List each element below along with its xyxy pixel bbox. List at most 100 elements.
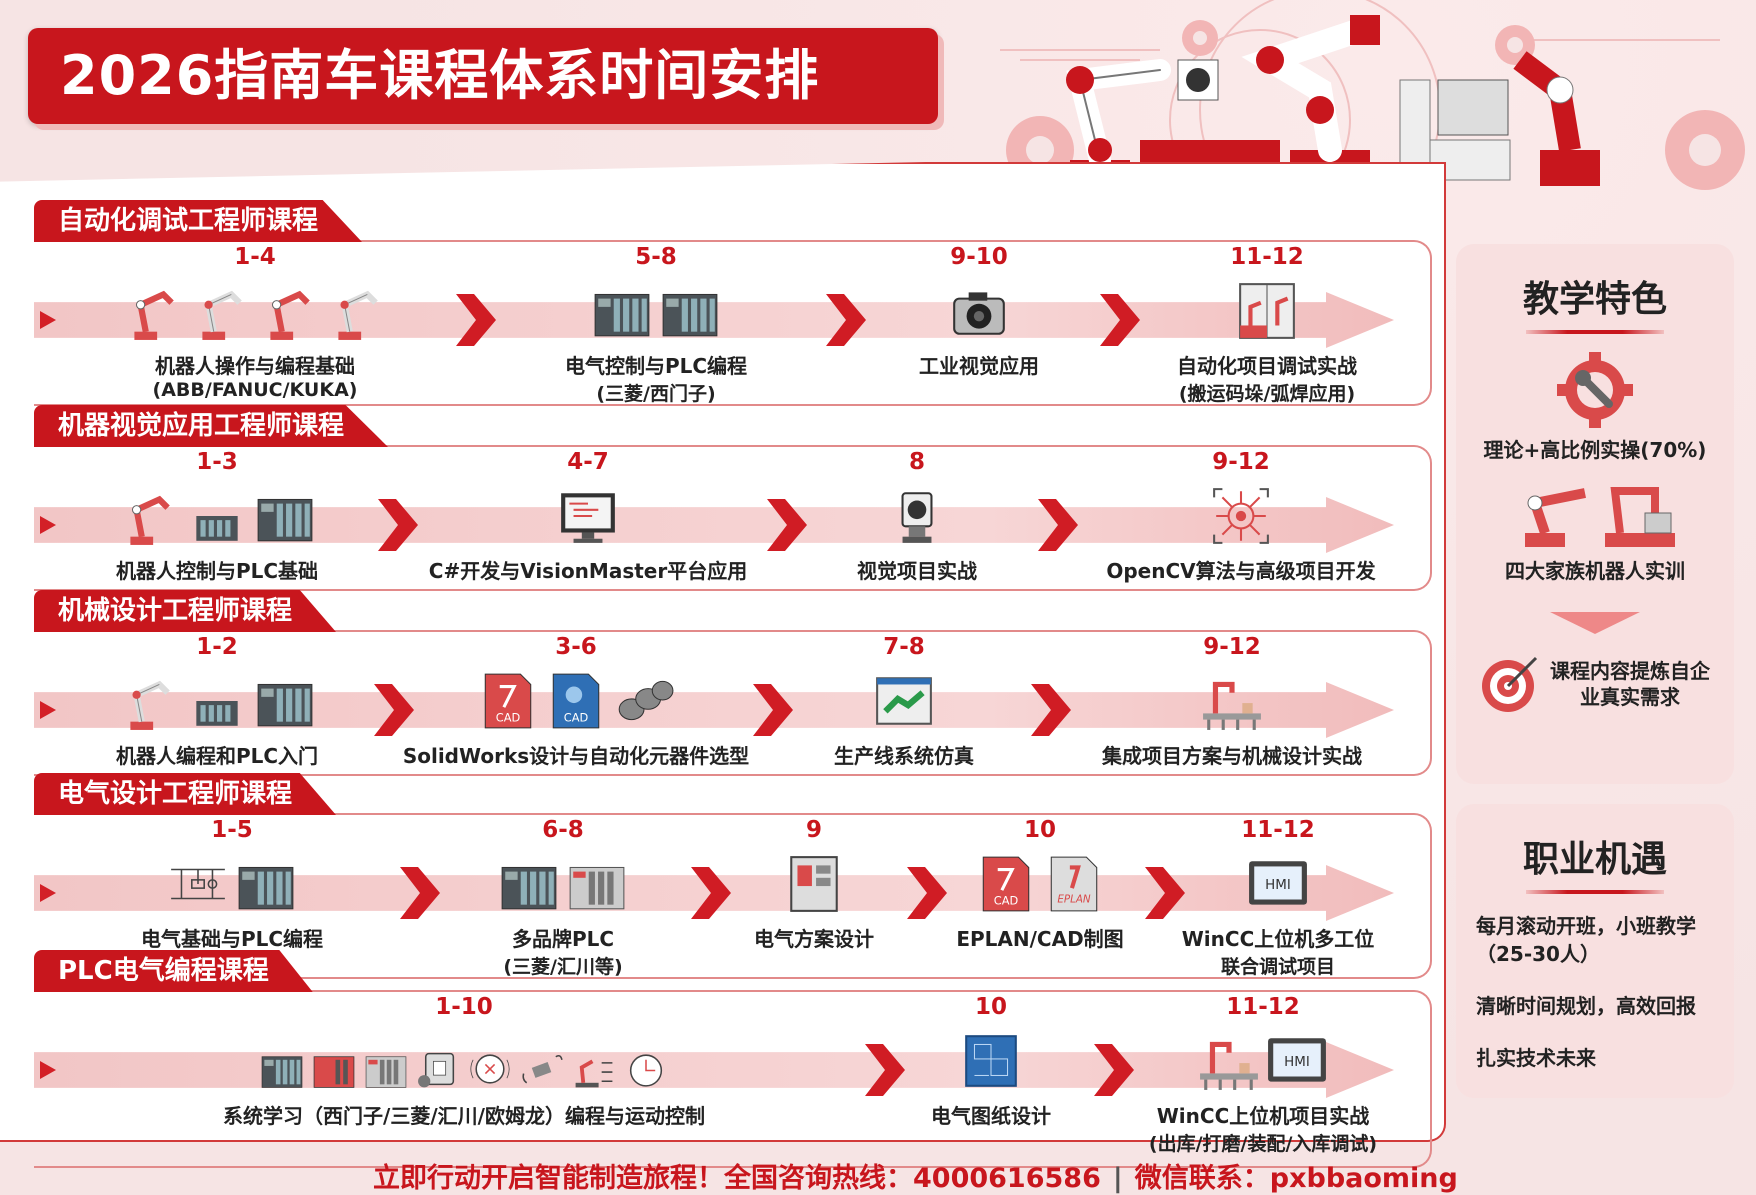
course-stage: 7-8 生产线系统仿真 [724,634,1084,769]
career-title: 职业机遇 [1522,839,1667,880]
schematic-icon [171,868,225,900]
course-section: 电气设计工程师课程 1-5 电气基础与PLC编程 6-8 多品牌PLC (三菱/… [0,773,1432,979]
course-section: 机器视觉应用工程师课程 1-3 机器人控制与PLC基础 4-7 C#开发与Vis… [0,405,1432,591]
plc-rack-icon [261,1056,303,1088]
feature-text: 四大家族机器人实训 [1505,559,1685,583]
code-monitor-icon [561,493,615,543]
footer-wechat: 微信联系：pxbbaoming [1134,1163,1458,1194]
timer-icon [629,1054,663,1087]
career-item: 每月滚动开班，小班教学（25-30人） [1476,914,1696,966]
stage-label: 机器人控制与PLC基础 [115,559,319,583]
stage-sublabel: (三菱/西门子) [596,383,716,405]
start-arrow-icon [40,516,56,534]
course-stage: 10 电气图纸设计 [811,994,1171,1129]
start-arrow-icon [40,1061,56,1079]
svg-text:HMI: HMI [1265,878,1291,893]
plc-rack-light-icon [569,866,625,910]
stage-months: 9-12 [1212,449,1270,475]
eplan-file-icon: EPLAN [1050,856,1098,912]
career-item: 扎实技术未来 [1476,1046,1596,1070]
stage-months: 3-6 [555,634,597,660]
robot-arm-icon [270,290,310,340]
feature-text: 理论+高比例实操(70%) [1483,438,1707,462]
plc-rack-icon [662,293,718,337]
course-stage: 11-12 自动化项目调试实战 (搬运码垛/弧焊应用) [1087,244,1447,406]
stage-months: 10 [1023,817,1056,843]
course-stage: 1-2 机器人编程和PLC入门 [37,634,397,769]
career-item: 清晰时间规划，高效回报 [1476,994,1696,1018]
stage-label: 自动化项目调试实战 [1177,354,1357,378]
robot-arm-icon [134,290,174,340]
robot-arm-icon [1513,51,1600,186]
section-body [34,813,1432,979]
stage-icons [476,272,836,342]
course-stage: 6-8 多品牌PLC (三菱/汇川等) [383,817,743,979]
stage-months: 9 [805,817,822,843]
start-arrow-icon [40,884,56,902]
stage-months: 1-2 [196,634,238,660]
hero-robots-illustration [1000,0,1745,190]
section-title: 电气设计工程师课程 [34,773,337,815]
stage-sublabel: (搬运码垛/弧焊应用) [1178,383,1356,405]
stage-months: 6-8 [542,817,584,843]
start-arrow-icon [40,311,56,329]
course-stage: 9-12 集成项目方案与机械设计实战 [1052,634,1412,769]
stage-months: 11-12 [1241,817,1315,843]
stage-icons [37,477,397,547]
stage-label: 电气方案设计 [754,927,874,951]
stage-icons [1087,272,1447,342]
encoder-icon [470,1054,510,1084]
teaching-features-panel: 教学特色 理论+高比例实操(70%) 四大家族机器人实训 课程内容提炼自企业真实… [1456,244,1734,784]
stage-label: 生产线系统仿真 [834,744,974,768]
production-line-icon [1203,681,1261,730]
cad-file-blue-icon: CAD [552,673,600,729]
stage-icons [52,845,412,915]
stage-icons [1061,477,1421,547]
stage-months: 11-12 [1230,244,1304,270]
course-stage: 1-4 机器人操作与编程基础 (ABB/FANUC/KUKA) [75,244,435,401]
stage-icons [37,662,397,732]
stage-label: 集成项目方案与机械设计实战 [1102,744,1362,768]
robots-icon [1525,487,1675,547]
course-section: 自动化调试工程师课程 1-4 机器人操作与编程基础 (ABB/FANUC/KUK… [0,200,1432,406]
hmi-icon: HMI [1268,1038,1326,1082]
course-stage: 9 电气方案设计 [634,817,994,952]
stage-sublabel: (三菱/汇川等) [503,956,623,978]
stage-months: 9-10 [950,244,1008,270]
section-body [34,240,1432,406]
stage-label: 机器人操作与编程基础 [155,354,355,378]
section-title: 机器视觉应用工程师课程 [34,405,389,447]
robot-arm-white-icon [202,290,242,340]
target-icon [1482,656,1538,712]
stage-label: C#开发与VisionMaster平台应用 [428,559,748,583]
servo-drive-icon [418,1052,455,1088]
divider [1526,330,1664,334]
gear-icon [1665,110,1745,190]
stage-icons: HMI [1098,845,1458,915]
stage-months: 8 [908,449,925,475]
stage-months: 5-8 [635,244,677,270]
stage-sublabel: (ABB/FANUC/KUKA) [152,379,358,401]
stage-sublabel: (出库/打磨/装配/入库调试) [1148,1133,1378,1155]
stage-icons [724,662,1084,732]
stage-months: 1-5 [211,817,253,843]
svg-text:CAD: CAD [496,711,521,725]
cabinet-icon [790,856,838,912]
stage-months: 1-10 [435,994,493,1020]
page-title: 2026指南车课程体系时间安排 [28,28,938,124]
simulation-screen-icon [876,677,932,725]
stage-label: WinCC上位机项目实战 [1156,1104,1370,1128]
motion-sensor-icon [522,1054,563,1084]
stage-label: 工业视觉应用 [919,354,1039,378]
plc-rack-icon [257,498,313,542]
section-body [34,630,1432,776]
section-body [34,990,1432,1168]
stage-icons [634,845,994,915]
stage-sublabel: 联合调试项目 [1220,956,1335,978]
stage-icons [1052,662,1412,732]
feature-text: 课程内容提炼自企业真实需求 [1550,659,1710,709]
hmi-icon: HMI [1249,861,1307,905]
start-arrow-icon [40,701,56,719]
